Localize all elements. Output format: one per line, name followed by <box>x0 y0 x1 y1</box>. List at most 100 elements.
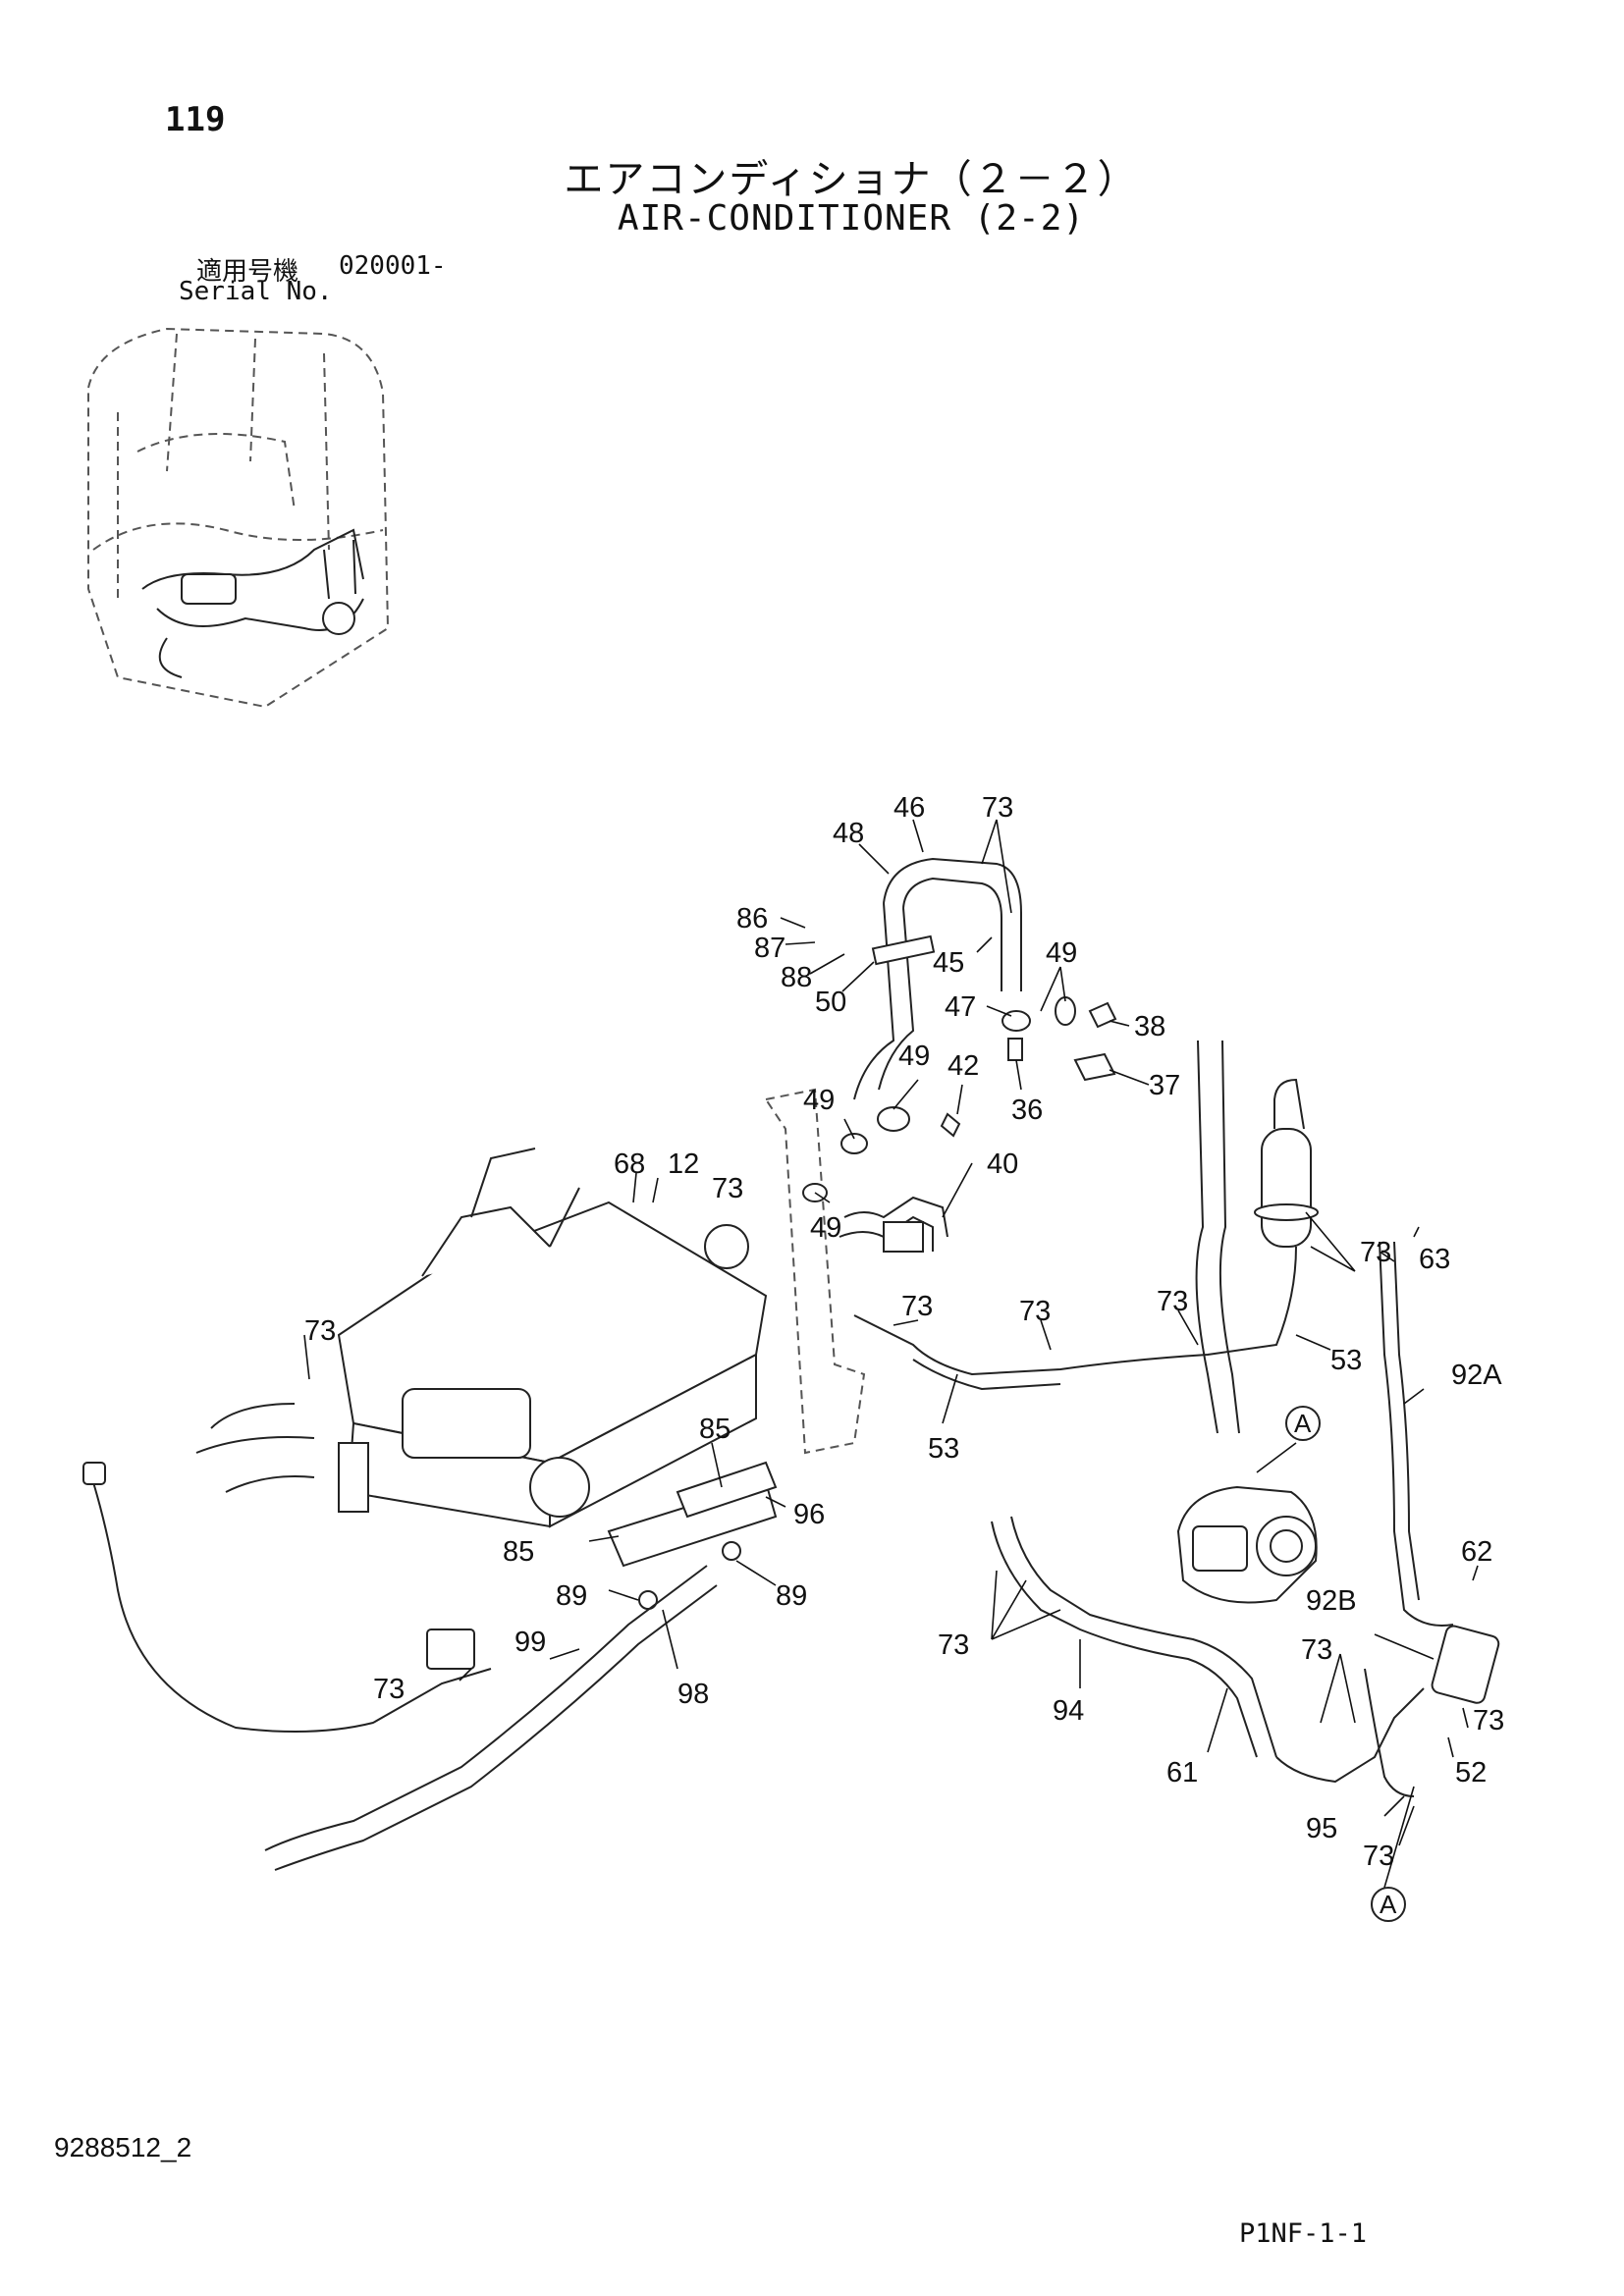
ref-circle-a-upper <box>1285 1406 1321 1441</box>
hose-clamp-49c <box>840 1133 868 1154</box>
hose-94 <box>991 1521 1258 1758</box>
callout-37: 37 <box>1149 1070 1180 1101</box>
ref-circle-a-lower <box>1371 1887 1406 1922</box>
callout-49: 49 <box>1046 937 1077 969</box>
cab-locator-inset <box>87 327 390 709</box>
inset-compressor <box>322 602 355 635</box>
callout-87: 87 <box>754 933 785 964</box>
hose-53-lower <box>912 1359 1061 1391</box>
callout-50: 50 <box>815 987 846 1018</box>
riser-pipe-outer <box>1218 1040 1240 1434</box>
inset-heater-unit <box>181 573 237 605</box>
document-number: 9288512_2 <box>54 2132 192 2163</box>
expansion-block <box>1431 1625 1500 1704</box>
nut-89a <box>722 1541 741 1561</box>
callout-49: 49 <box>803 1085 835 1116</box>
callout-85: 85 <box>503 1536 534 1568</box>
callout-46: 46 <box>893 792 925 824</box>
callout-52: 52 <box>1455 1757 1487 1789</box>
switch-36 <box>1007 1038 1023 1061</box>
callout-45: 45 <box>933 947 964 979</box>
hose-clamp-49b <box>877 1106 910 1132</box>
drier-bracket <box>1254 1203 1319 1221</box>
bolt-42 <box>940 1112 961 1138</box>
pipe-assembly-40 <box>802 1106 961 1253</box>
connector-end <box>82 1462 106 1485</box>
callout-49: 49 <box>898 1041 930 1072</box>
callout-73: 73 <box>1019 1296 1051 1327</box>
ref-label-a-upper: A <box>1294 1409 1312 1438</box>
callout-leaders <box>303 819 1479 1905</box>
callout-38: 38 <box>1134 1011 1165 1042</box>
pipe-assembly-upper <box>853 857 1117 1100</box>
switch-block <box>426 1629 475 1670</box>
callout-47: 47 <box>945 991 976 1023</box>
callout-36: 36 <box>1011 1095 1043 1126</box>
callout-89: 89 <box>776 1580 807 1612</box>
harness-wire <box>92 1481 492 1733</box>
hose-61 <box>1275 1687 1425 1784</box>
callout-73: 73 <box>1360 1237 1391 1268</box>
hose-95 <box>1364 1668 1415 1797</box>
receiver-drier <box>1254 1078 1319 1248</box>
hose-92a <box>1379 1241 1454 1627</box>
callout-61: 61 <box>1166 1757 1198 1789</box>
callout-88: 88 <box>781 962 812 993</box>
hose-clamp-ring <box>704 1224 750 1269</box>
pipe-98-outer <box>274 1584 718 1871</box>
riser-pipe <box>1195 1040 1218 1434</box>
callout-73: 73 <box>1363 1841 1394 1872</box>
callout-99: 99 <box>514 1627 546 1658</box>
callout-62: 62 <box>1461 1536 1492 1568</box>
unit-leg <box>338 1442 369 1513</box>
callout-40: 40 <box>987 1148 1018 1180</box>
callout-89: 89 <box>556 1580 587 1612</box>
callout-98: 98 <box>677 1679 709 1710</box>
callout-73: 73 <box>1157 1286 1188 1317</box>
drier-body <box>1261 1128 1312 1248</box>
callout-92a: 92A <box>1451 1360 1502 1391</box>
callout-73: 73 <box>901 1291 933 1322</box>
title-japanese: エアコンディショナ（２－２） <box>564 157 1139 202</box>
blower-outlet <box>402 1388 531 1459</box>
hose-53 <box>853 1246 1297 1376</box>
bracket-96 <box>607 1461 778 1610</box>
page-number: 119 <box>165 100 226 139</box>
callout-42: 42 <box>947 1050 979 1082</box>
callout-85: 85 <box>699 1414 731 1445</box>
callout-86: 86 <box>736 903 768 934</box>
title-english: AIR-CONDITIONER (2-2) <box>617 198 1086 239</box>
serial-label-japanese: 適用号機 <box>196 257 299 287</box>
callout-53: 53 <box>1330 1345 1362 1376</box>
callout-48: 48 <box>833 818 864 849</box>
serial-label-english: Serial No. <box>179 277 333 306</box>
callout-49: 49 <box>810 1212 841 1244</box>
callout-labels: 46 48 73 86 87 88 50 45 49 47 38 49 42 3… <box>304 792 1504 1872</box>
callout-96: 96 <box>793 1499 825 1530</box>
callout-12: 12 <box>668 1148 699 1180</box>
callout-73: 73 <box>304 1315 336 1347</box>
callout-73: 73 <box>982 792 1013 824</box>
callout-73: 73 <box>712 1173 743 1204</box>
callout-68: 68 <box>614 1148 645 1180</box>
fitting-37 <box>1073 1052 1116 1082</box>
callout-73: 73 <box>938 1629 969 1661</box>
callout-73: 73 <box>1473 1705 1504 1736</box>
air-conditioner-unit <box>195 1148 768 1528</box>
pipe-bracket-40 <box>883 1221 924 1253</box>
hose-92a-outer <box>1393 1241 1420 1601</box>
ref-label-a-lower: A <box>1380 1890 1397 1919</box>
callout-53: 53 <box>928 1433 959 1465</box>
hose-clamp-49 <box>1055 996 1076 1026</box>
callout-73: 73 <box>373 1674 405 1705</box>
callout-63: 63 <box>1419 1244 1450 1275</box>
page-code: P1NF-1-1 <box>1239 2218 1368 2249</box>
pipe-clamp-plate <box>871 934 936 966</box>
fitting-38 <box>1088 1001 1117 1029</box>
serial-number: 020001- <box>339 251 447 281</box>
callout-92b: 92B <box>1306 1585 1357 1617</box>
callout-94: 94 <box>1053 1695 1084 1727</box>
compressor <box>1176 1485 1318 1604</box>
